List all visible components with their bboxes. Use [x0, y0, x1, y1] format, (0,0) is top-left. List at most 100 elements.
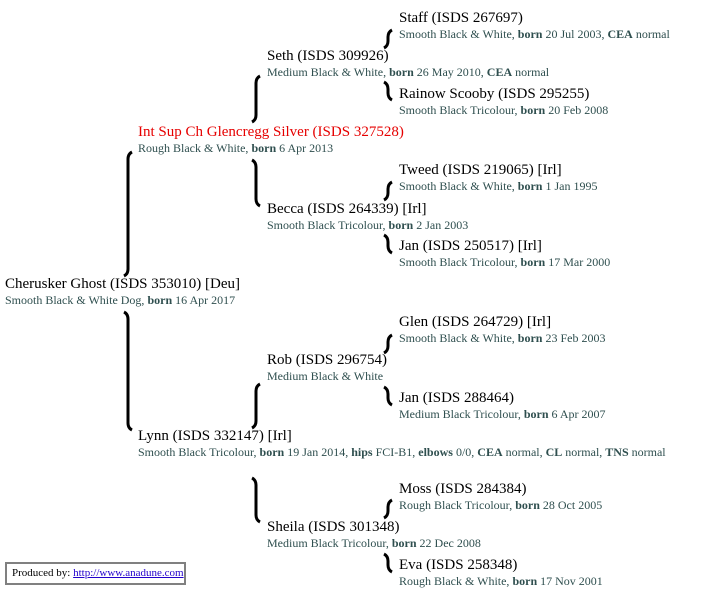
- pedigree-bracket: [383, 498, 393, 520]
- dog-detail: Smooth Black & White, born 20 Jul 2003, …: [399, 27, 670, 42]
- detail-value: 17 Mar 2000: [545, 255, 611, 269]
- detail-value: 1 Jan 1995: [542, 179, 598, 193]
- dog-name: Glen (ISDS 264729) [Irl]: [399, 314, 552, 330]
- detail-value: normal,: [502, 445, 546, 459]
- detail-value: Rough Black & White,: [399, 574, 513, 588]
- detail-value: 22 Dec 2008: [416, 536, 481, 550]
- pedigree-bracket: [251, 382, 261, 430]
- detail-field-label: born: [517, 331, 543, 345]
- detail-value: 23 Feb 2003: [542, 331, 606, 345]
- detail-value: 2 Jan 2003: [413, 218, 469, 232]
- dog-dam[interactable]: Lynn (ISDS 332147) [Irl]Smooth Black Tri…: [138, 428, 698, 460]
- detail-value: Smooth Black Tricolour,: [267, 218, 389, 232]
- detail-value: Medium Black Tricolour,: [267, 536, 392, 550]
- dog-dam-sire[interactable]: Rob (ISDS 296754)Medium Black & White: [267, 352, 387, 384]
- pedigree-bracket: [383, 233, 393, 255]
- detail-field-label: born: [251, 141, 277, 155]
- detail-value: FCI-B1,: [372, 445, 419, 459]
- detail-value: 6 Apr 2007: [548, 407, 606, 421]
- detail-value: Smooth Black Tricolour,: [138, 445, 260, 459]
- dog-detail: Medium Black Tricolour, born 6 Apr 2007: [399, 407, 606, 422]
- pedigree-bracket: [383, 552, 393, 574]
- anadune-link[interactable]: http://www.anadune.com: [73, 567, 184, 579]
- detail-value: normal,: [562, 445, 606, 459]
- detail-value: Medium Black Tricolour,: [399, 407, 524, 421]
- dog-name: Becca (ISDS 264339) [Irl]: [267, 201, 427, 217]
- dog-name: Tweed (ISDS 219065) [Irl]: [399, 162, 562, 178]
- detail-value: Medium Black & White: [267, 369, 384, 383]
- dog-dss[interactable]: Glen (ISDS 264729) [Irl]Smooth Black & W…: [399, 314, 605, 346]
- detail-value: normal: [632, 27, 670, 41]
- detail-field-label: elbows: [418, 445, 453, 459]
- dog-name: Seth (ISDS 309926): [267, 48, 389, 64]
- dog-detail: Medium Black Tricolour, born 22 Dec 2008: [267, 536, 481, 551]
- dog-name: Sheila (ISDS 301348): [267, 519, 400, 535]
- dog-sss[interactable]: Staff (ISDS 267697)Smooth Black & White,…: [399, 10, 670, 42]
- dog-name: Eva (ISDS 258348): [399, 557, 518, 573]
- detail-field-label: born: [517, 27, 543, 41]
- detail-field-label: CEA: [486, 65, 513, 79]
- dog-detail: Rough Black & White, born 17 Nov 2001: [399, 574, 603, 589]
- detail-value: 0/0,: [452, 445, 478, 459]
- detail-field-label: born: [388, 218, 414, 232]
- detail-value: Smooth Black & White Dog,: [5, 293, 148, 307]
- dog-dam-dam[interactable]: Sheila (ISDS 301348)Medium Black Tricolo…: [267, 519, 481, 551]
- dog-ddd[interactable]: Eva (ISDS 258348)Rough Black & White, bo…: [399, 557, 603, 589]
- pedigree-bracket: [251, 158, 261, 208]
- detail-value: 26 May 2010,: [413, 65, 487, 79]
- pedigree-bracket: [383, 28, 393, 50]
- detail-value: Smooth Black & White,: [399, 331, 518, 345]
- detail-value: Smooth Black & White,: [399, 179, 518, 193]
- dog-dsd[interactable]: Jan (ISDS 288464)Medium Black Tricolour,…: [399, 390, 606, 422]
- dog-sire-dam[interactable]: Becca (ISDS 264339) [Irl]Smooth Black Tr…: [267, 201, 468, 233]
- dog-name: Rob (ISDS 296754): [267, 352, 388, 368]
- dog-sire-sire[interactable]: Seth (ISDS 309926)Medium Black & White, …: [267, 48, 549, 80]
- detail-field-label: born: [512, 574, 538, 588]
- dog-sire[interactable]: Int Sup Ch Glencregg Silver (ISDS 327528…: [138, 124, 404, 156]
- detail-value: Rough Black Tricolour,: [399, 498, 516, 512]
- dog-sdd[interactable]: Jan (ISDS 250517) [Irl]Smooth Black Tric…: [399, 238, 610, 270]
- pedigree-bracket: [123, 150, 133, 278]
- detail-field-label: born: [523, 407, 549, 421]
- pedigree-bracket: [383, 333, 393, 355]
- detail-field-label: CEA: [477, 445, 503, 459]
- dog-name: Staff (ISDS 267697): [399, 10, 523, 26]
- detail-value: 20 Feb 2008: [545, 103, 609, 117]
- pedigree-bracket: [123, 310, 133, 432]
- detail-value: 28 Oct 2005: [539, 498, 603, 512]
- pedigree-bracket: [251, 476, 261, 524]
- detail-field-label: born: [517, 179, 543, 193]
- dog-name: Int Sup Ch Glencregg Silver (ISDS 327528…: [138, 124, 404, 140]
- detail-value: Smooth Black Tricolour,: [399, 103, 521, 117]
- dog-sds[interactable]: Tweed (ISDS 219065) [Irl]Smooth Black & …: [399, 162, 597, 194]
- detail-field-label: TNS: [605, 445, 629, 459]
- dog-ssd[interactable]: Rainow Scooby (ISDS 295255)Smooth Black …: [399, 86, 608, 118]
- pedigree-bracket: [383, 80, 393, 102]
- dog-detail: Smooth Black & White Dog, born 16 Apr 20…: [5, 293, 240, 308]
- pedigree-bracket: [251, 74, 261, 124]
- detail-field-label: born: [389, 65, 414, 79]
- detail-field-label: born: [259, 445, 285, 459]
- detail-value: 17 Nov 2001: [537, 574, 603, 588]
- dog-name: Rainow Scooby (ISDS 295255): [399, 86, 590, 102]
- detail-field-label: born: [391, 536, 417, 550]
- detail-value: Rough Black & White,: [138, 141, 252, 155]
- dog-subject: Cherusker Ghost (ISDS 353010) [Deu]Smoot…: [5, 276, 240, 308]
- dog-name: Lynn (ISDS 332147) [Irl]: [138, 428, 292, 444]
- dog-detail: Smooth Black Tricolour, born 2 Jan 2003: [267, 218, 468, 233]
- dog-dds[interactable]: Moss (ISDS 284384)Rough Black Tricolour,…: [399, 481, 602, 513]
- detail-value: Medium Black & White,: [267, 65, 390, 79]
- pedigree-bracket: [383, 180, 393, 202]
- dog-detail: Smooth Black Tricolour, born 20 Feb 2008: [399, 103, 608, 118]
- detail-value: 16 Apr 2017: [172, 293, 236, 307]
- dog-name: Cherusker Ghost (ISDS 353010) [Deu]: [5, 276, 240, 292]
- detail-value: Smooth Black & White,: [399, 27, 518, 41]
- detail-value: normal: [512, 65, 550, 79]
- detail-field-label: born: [520, 255, 546, 269]
- pedigree-bracket: [383, 385, 393, 407]
- detail-field-label: CL: [545, 445, 563, 459]
- detail-value: Smooth Black Tricolour,: [399, 255, 521, 269]
- dog-name: Moss (ISDS 284384): [399, 481, 527, 497]
- dog-name: Jan (ISDS 250517) [Irl]: [399, 238, 542, 254]
- dog-detail: Rough Black & White, born 6 Apr 2013: [138, 141, 404, 156]
